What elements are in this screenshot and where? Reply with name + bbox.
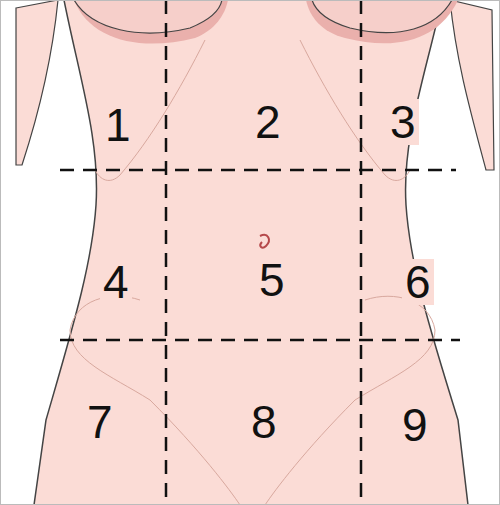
region-number: 1: [102, 102, 134, 148]
region-number: 6: [402, 259, 434, 305]
region-number: 4: [100, 259, 132, 305]
region-number: 9: [399, 402, 431, 448]
region-number: 2: [252, 99, 284, 145]
region-number: 7: [84, 399, 116, 445]
region-number: 3: [387, 99, 419, 145]
region-number: 5: [256, 257, 288, 303]
region-number: 8: [248, 399, 280, 445]
